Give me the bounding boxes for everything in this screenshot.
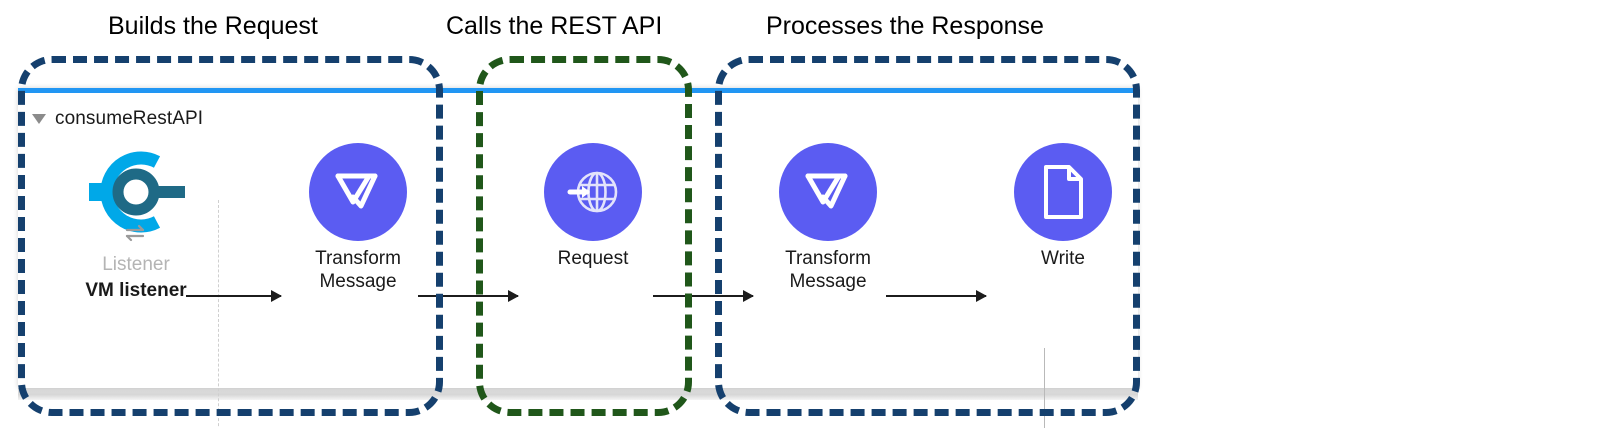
vm-listener-icon <box>56 140 216 244</box>
mule-flow-canvas: consumeRestAPI <box>18 88 1138 428</box>
connector-arrow-transform-to-write <box>886 290 987 302</box>
write-drop-line <box>1044 348 1046 428</box>
node-main-label: VM listener <box>85 280 187 302</box>
canvas-footer-strip <box>18 386 1138 400</box>
connector-arrow-listener-to-transform <box>186 290 282 302</box>
flow-header: consumeRestAPI <box>32 108 203 130</box>
transform-message-icon <box>779 143 877 241</box>
transform-message-icon <box>309 143 407 241</box>
annotation-label-calls-the-rest-api: Calls the REST API <box>446 12 663 40</box>
flow-node-vm-listener[interactable]: Listener VM listener <box>56 140 216 303</box>
node-main-label: Transform Message <box>785 248 871 293</box>
canvas-top-accent-bar <box>18 88 1138 93</box>
flow-node-write[interactable]: Write <box>983 140 1143 270</box>
annotation-label-processes-the-response: Processes the Response <box>766 12 1044 40</box>
flow-node-request[interactable]: Request <box>513 140 673 270</box>
lane-divider-guide <box>218 200 220 428</box>
connector-arrow-transform-to-request <box>418 290 519 302</box>
flow-lane: Listener VM listener Transform Message <box>18 140 1138 428</box>
flow-node-transform-message-1[interactable]: Transform Message <box>278 140 438 293</box>
node-main-label: Request <box>557 248 629 269</box>
triangle-down-icon[interactable] <box>32 114 46 124</box>
flow-node-transform-message-2[interactable]: Transform Message <box>748 140 908 293</box>
http-request-globe-icon <box>544 143 642 241</box>
node-sub-label: Listener <box>102 254 170 275</box>
connector-arrow-request-to-transform <box>653 290 754 302</box>
flow-name-label: consumeRestAPI <box>55 108 204 129</box>
node-main-label: Transform Message <box>315 248 401 293</box>
write-file-icon <box>1014 143 1112 241</box>
node-main-label: Write <box>1041 248 1085 269</box>
annotation-label-builds-the-request: Builds the Request <box>108 12 318 40</box>
